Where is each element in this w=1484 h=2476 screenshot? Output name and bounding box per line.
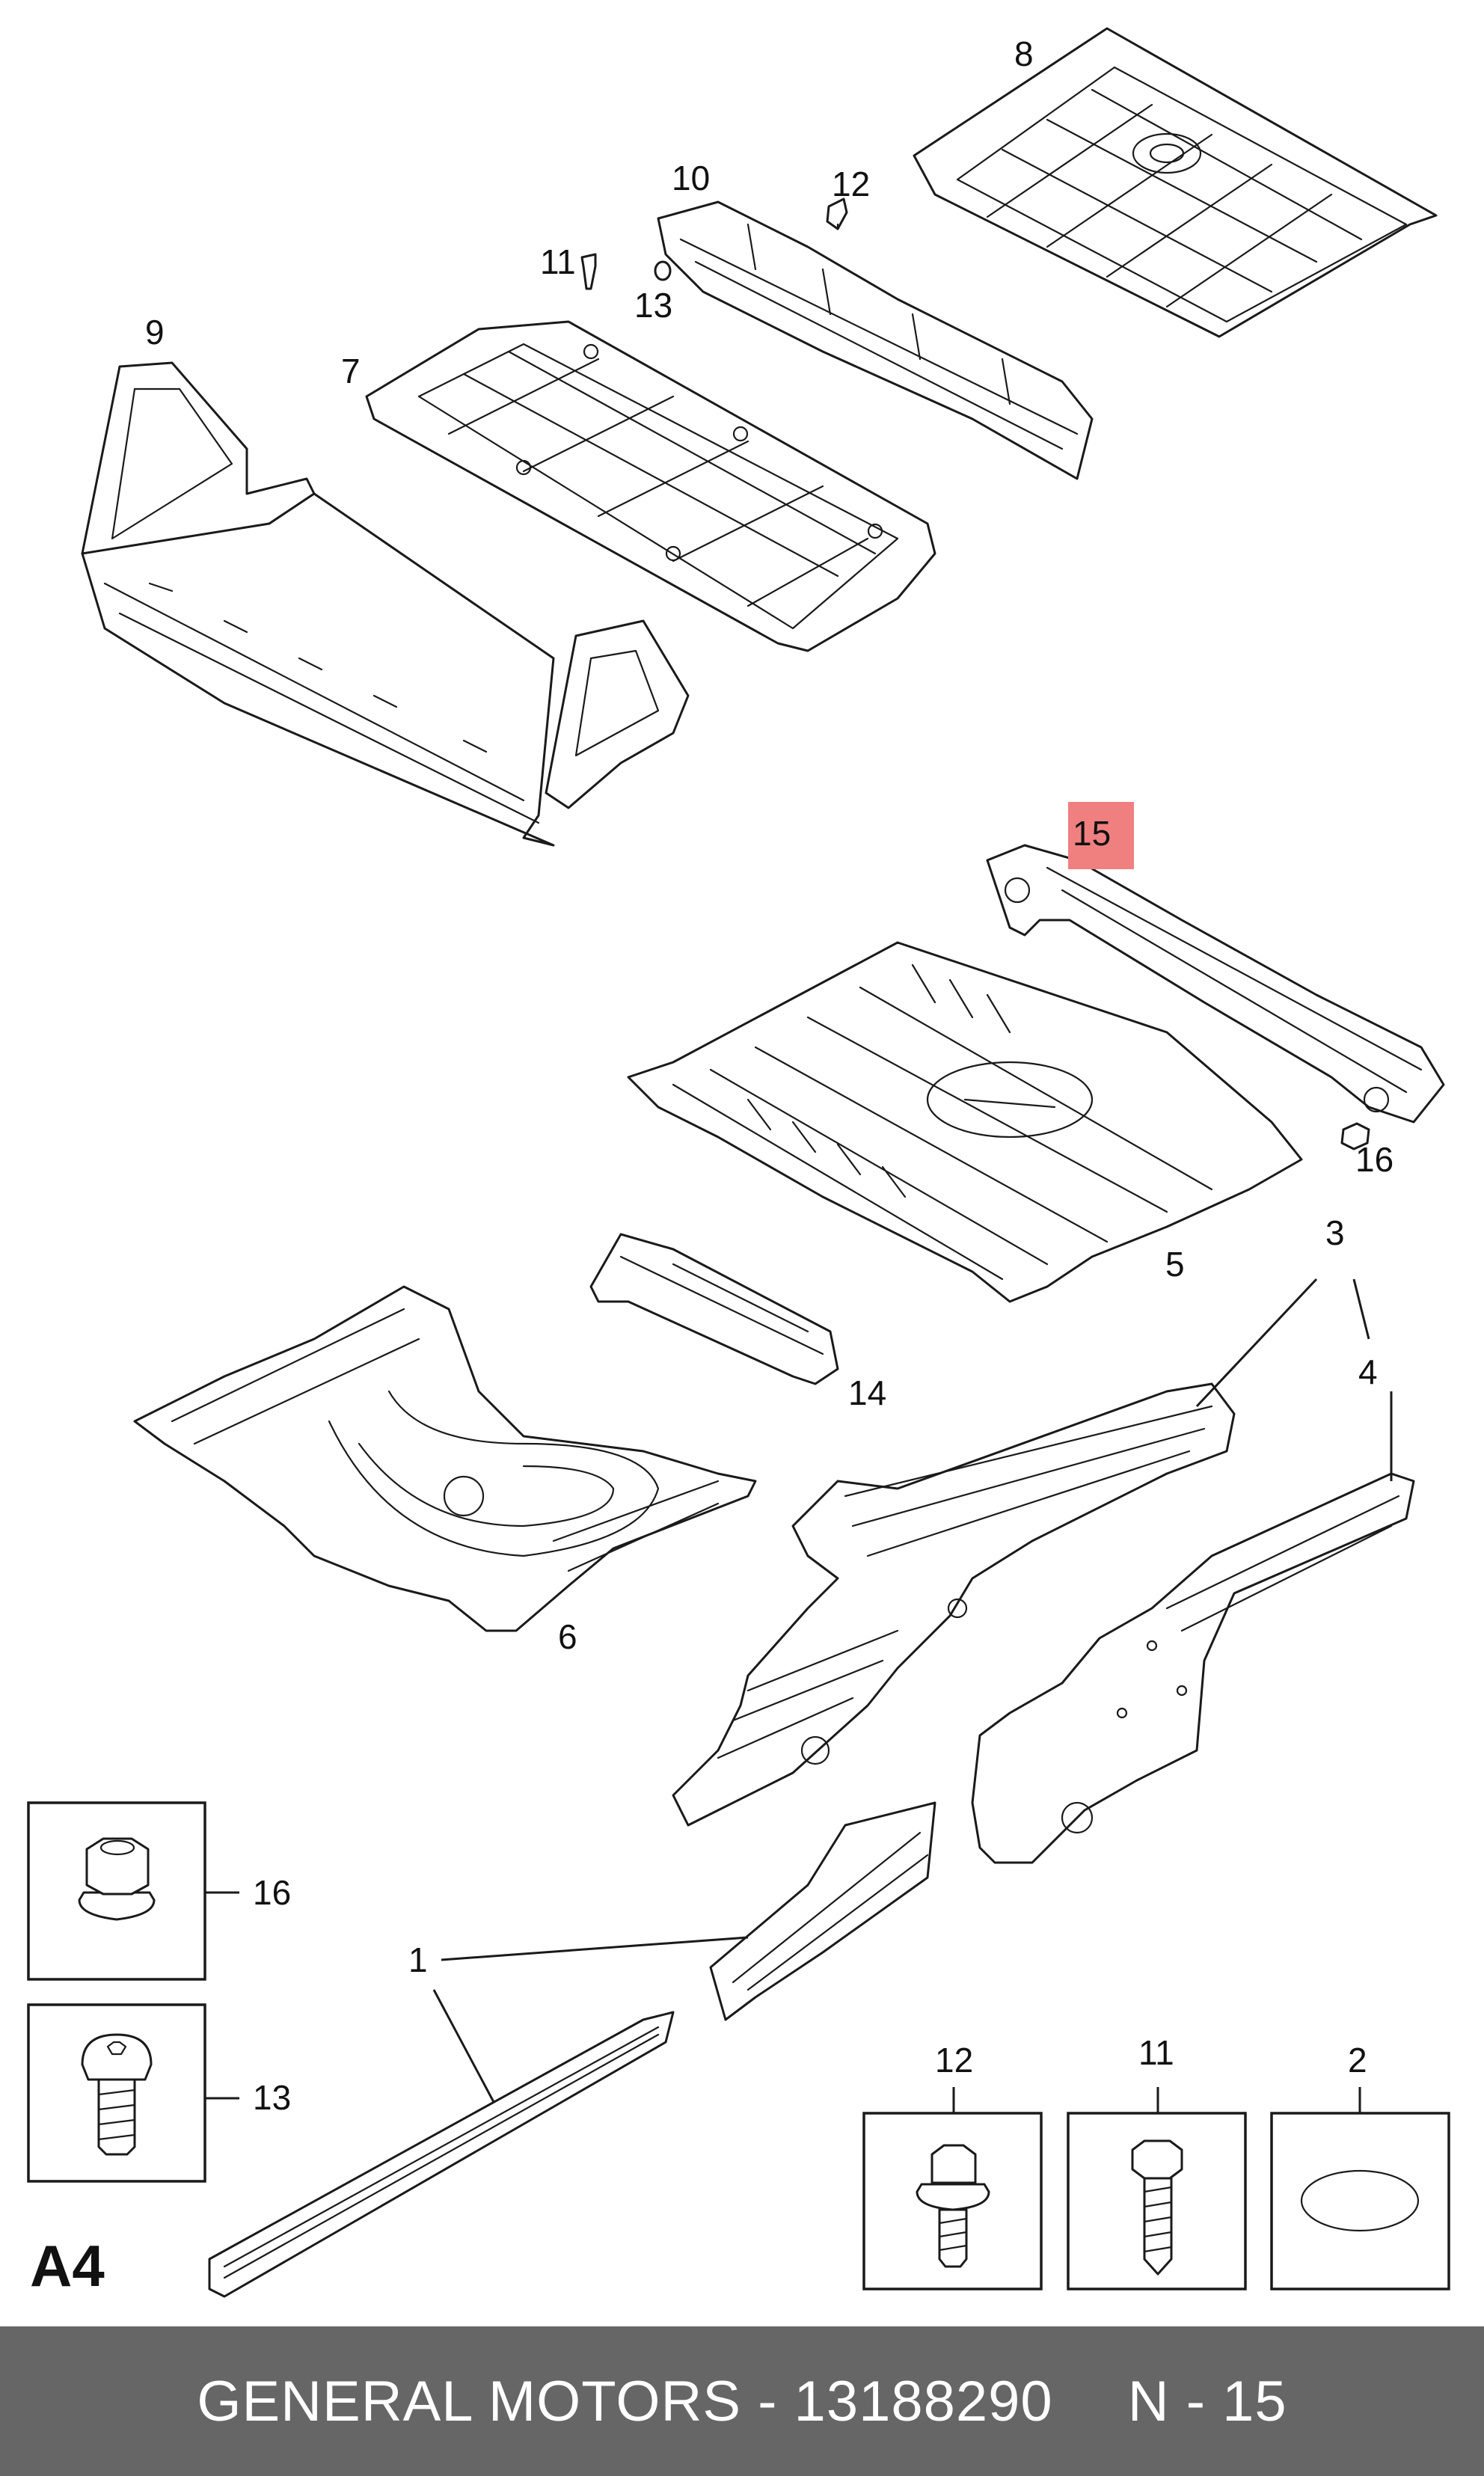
detail-box-13: 13	[27, 2003, 291, 2183]
footer-ref-text: N - 15	[1127, 2369, 1287, 2433]
part-8-panel	[913, 27, 1438, 338]
callout-12-detail[interactable]: 12	[935, 2041, 973, 2080]
callout-2[interactable]: 2	[1348, 2041, 1367, 2080]
part-7-panel	[365, 320, 936, 652]
part-6-floor	[133, 1285, 757, 1632]
detail-13-label: 13	[253, 2078, 291, 2117]
callout-6[interactable]: 6	[558, 1617, 577, 1656]
callout-11-detail[interactable]: 11	[1138, 2033, 1174, 2072]
parts-diagram: 8 10 12 11 13 9 7 15 16 5 3 4 14 6 1 12 …	[27, 27, 1450, 2299]
part-12-bolt-small	[826, 197, 848, 230]
callout-12[interactable]: 12	[832, 165, 870, 203]
callout-13[interactable]: 13	[634, 286, 672, 325]
callout-1[interactable]: 1	[408, 1940, 428, 1979]
callout-15[interactable]: 15	[1073, 814, 1111, 853]
detail-box-11: 11	[1067, 2112, 1247, 2290]
part-10-rail	[657, 200, 1094, 480]
part-1-rail-upper	[709, 1801, 936, 2021]
torx-screw-icon	[81, 2033, 153, 2081]
callout-5[interactable]: 5	[1165, 1245, 1185, 1284]
leader-lines	[206, 1278, 1393, 2113]
detail-box-16: 16	[27, 1801, 291, 1981]
sheet-label: A4	[30, 2233, 105, 2299]
footer-part-text: GENERAL MOTORS - 13188290	[197, 2369, 1053, 2433]
callout-14[interactable]: 14	[848, 1373, 886, 1412]
part-11-screw-small	[580, 253, 597, 290]
flange-nut-icon	[78, 1891, 156, 1921]
detail-box-2: 2	[1270, 2112, 1450, 2290]
part-15-crossmember	[986, 844, 1445, 1124]
plug-icon	[1300, 2169, 1420, 2232]
callout-16[interactable]: 16	[1355, 1140, 1393, 1179]
part-9-frame	[81, 361, 690, 847]
part-13-screw-small	[654, 260, 672, 281]
part-1-rail-lower	[208, 2011, 675, 2298]
callout-11[interactable]: 11	[540, 242, 576, 281]
callout-10[interactable]: 10	[672, 159, 710, 197]
part-14-bracket	[589, 1233, 839, 1385]
detail-16-label: 16	[253, 1873, 291, 1912]
part-3-frame	[672, 1382, 1236, 1827]
footer-bar: GENERAL MOTORS - 13188290 N - 15	[0, 2326, 1484, 2476]
part-4-frame	[971, 1472, 1415, 1864]
callout-8[interactable]: 8	[1014, 34, 1034, 73]
callout-15-highlight	[1068, 802, 1134, 869]
part-16-nut-small	[1340, 1122, 1370, 1150]
hex-screw-icon	[1131, 2139, 1183, 2180]
detail-box-12: 12	[862, 2112, 1043, 2290]
callout-3[interactable]: 3	[1325, 1213, 1345, 1252]
callout-7[interactable]: 7	[341, 352, 361, 390]
part-5-floor	[627, 941, 1303, 1303]
callout-9[interactable]: 9	[145, 313, 165, 352]
callout-4[interactable]: 4	[1358, 1352, 1378, 1391]
